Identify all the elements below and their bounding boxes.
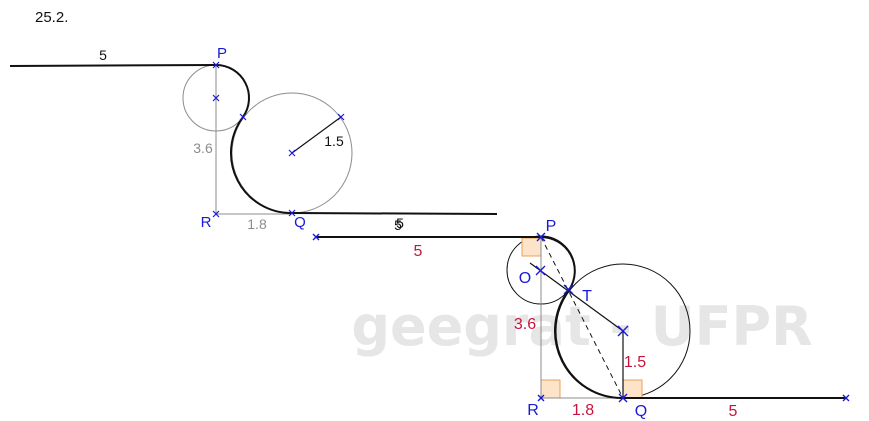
exercise-number: 25.2. xyxy=(35,9,69,26)
line-end-marker xyxy=(842,394,850,402)
point-r-marker xyxy=(212,210,220,218)
point-t-label: T xyxy=(582,288,592,305)
point-p-label: P xyxy=(546,218,557,235)
bottom-length-label: 5 xyxy=(396,215,404,231)
radius-label: 1.5 xyxy=(324,133,344,149)
small-arc xyxy=(540,236,576,291)
radius-label: 1.5 xyxy=(624,354,646,371)
point-o-marker xyxy=(535,265,546,276)
height-label: 3.6 xyxy=(193,140,213,156)
point-r-label: R xyxy=(201,214,212,231)
point-p-label: P xyxy=(217,45,227,62)
radius-line xyxy=(291,116,342,154)
line-of-centers xyxy=(529,262,624,332)
point-r-label: R xyxy=(527,402,539,419)
bottom-straight-line xyxy=(291,212,498,215)
small-center-marker xyxy=(212,94,220,102)
radius-end-marker xyxy=(337,113,345,121)
bottom-length-label: 5 xyxy=(729,403,738,420)
point-r-marker xyxy=(537,394,545,402)
base-length-label: 1.8 xyxy=(247,216,267,232)
point-markers xyxy=(212,61,345,218)
point-t-marker xyxy=(563,284,574,295)
top-length-label: 5 xyxy=(99,47,107,63)
watermark-text: geegrat - UFPR xyxy=(351,295,812,358)
top-length-label-black: 5 xyxy=(394,217,402,233)
top-length-label-red: 5 xyxy=(414,243,423,260)
large-center-marker xyxy=(617,325,629,337)
point-p-marker xyxy=(536,232,546,242)
point-q-label: Q xyxy=(294,214,306,231)
height-label: 3.6 xyxy=(514,316,536,333)
line-start-marker xyxy=(312,233,320,241)
large-arc xyxy=(554,289,624,400)
small-arc xyxy=(215,64,250,118)
figure-1: 5 P 3.6 R 1.8 Q 5 1.5 xyxy=(9,45,498,232)
point-markers xyxy=(312,232,850,403)
base-length-label: 1.8 xyxy=(572,402,594,419)
large-center-marker xyxy=(288,149,296,157)
point-q-label: Q xyxy=(635,403,647,420)
figure-2: 5 5 P O T 3.6 1.5 R 1.8 Q 5 xyxy=(312,217,850,420)
large-arc xyxy=(229,116,293,215)
point-p-marker xyxy=(212,61,220,69)
point-q-marker xyxy=(288,209,296,217)
point-o-label: O xyxy=(519,270,531,287)
tangent-point-marker xyxy=(239,113,247,121)
top-straight-line xyxy=(9,64,217,67)
dashed-chord-pq xyxy=(540,236,624,399)
point-q-marker xyxy=(618,393,628,403)
